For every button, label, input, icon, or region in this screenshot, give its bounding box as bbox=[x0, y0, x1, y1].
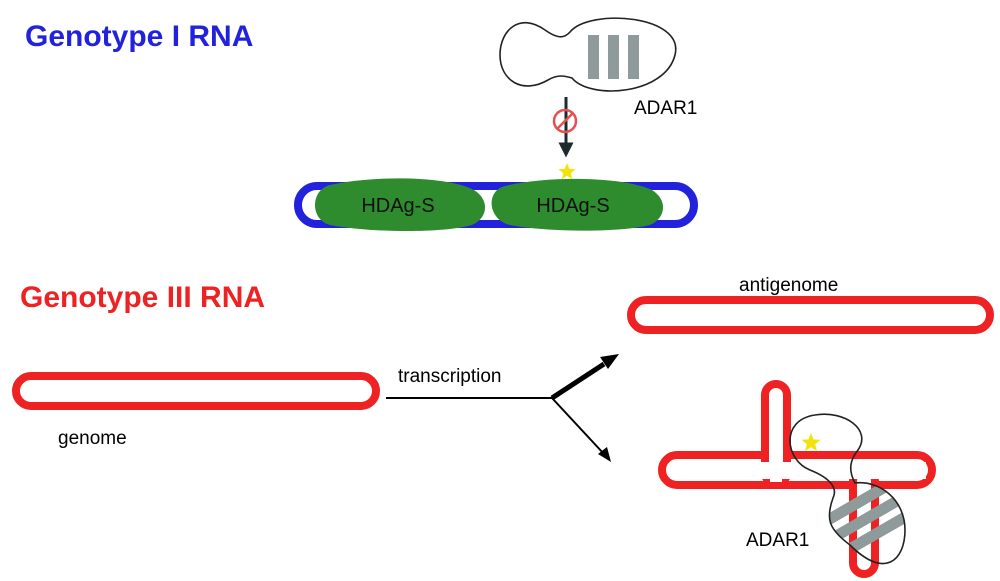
genome-rna-rod bbox=[12, 372, 380, 410]
arrow-to-antigenome bbox=[550, 354, 619, 401]
adar1-label-bottom: ADAR1 bbox=[746, 530, 809, 551]
no-entry-symbol bbox=[552, 108, 578, 134]
transcription-label: transcription bbox=[398, 366, 502, 387]
genotype3-title: Genotype III RNA bbox=[20, 281, 265, 314]
arrow-to-edited-structure bbox=[551, 397, 611, 462]
hdag-s-protein-2: HDAg-S bbox=[491, 178, 664, 231]
edit-site-star-icon-bottom bbox=[801, 433, 821, 451]
adar1-enzyme-top bbox=[499, 17, 677, 92]
hdag-s-label-1: HDAg-S bbox=[361, 195, 434, 217]
adar1-enzyme-bottom bbox=[789, 413, 906, 565]
genome-label: genome bbox=[58, 428, 127, 449]
antigenome-label: antigenome bbox=[739, 275, 838, 296]
genotype1-title: Genotype I RNA bbox=[25, 20, 253, 53]
hdag-s-label-2: HDAg-S bbox=[536, 195, 609, 217]
hdag-s-protein-1: HDAg-S bbox=[315, 178, 486, 232]
adar1-label-top: ADAR1 bbox=[634, 98, 697, 119]
edit-site-star-icon-top bbox=[558, 163, 576, 180]
antigenome-rna-rod bbox=[627, 296, 994, 334]
